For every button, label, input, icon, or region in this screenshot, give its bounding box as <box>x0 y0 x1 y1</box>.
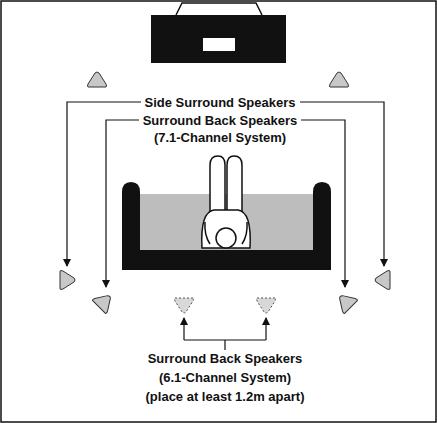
callout-label: (place at least 1.2m apart) <box>142 389 309 404</box>
callout-label: Surround Back Speakers <box>139 113 302 128</box>
callout-label: (7.1-Channel System) <box>150 130 290 145</box>
front-speakers <box>88 72 349 87</box>
tv-unit <box>151 3 286 63</box>
callout-label: Surround Back Speakers <box>144 351 307 366</box>
surround-back-speakers-7-1 <box>92 290 357 314</box>
callout-label: (6.1-Channel System) <box>155 370 295 385</box>
side-surround-speakers <box>60 271 390 290</box>
leader-lines <box>67 102 384 350</box>
callout-label: Side Surround Speakers <box>141 95 300 110</box>
surround-back-speakers-6-1 <box>175 298 276 313</box>
listener <box>202 156 251 248</box>
